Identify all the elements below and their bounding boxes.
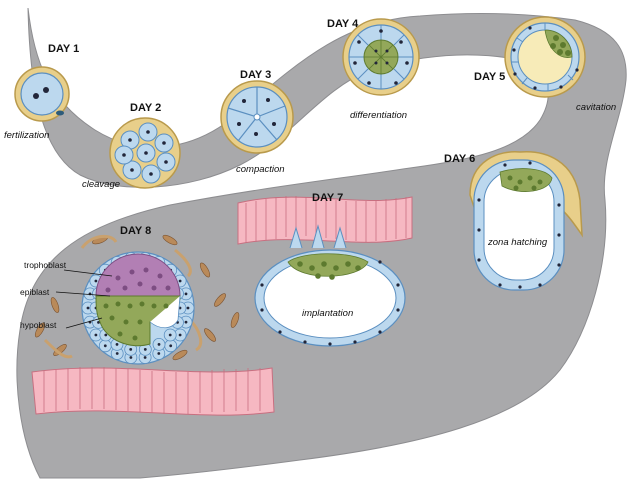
day8-stromal-cells xyxy=(34,234,240,361)
day7-implanting-blastocyst xyxy=(254,224,406,347)
day6-label: DAY 6 xyxy=(444,153,475,165)
trophoblast-nucleus xyxy=(94,279,98,283)
implantation-label: implantation xyxy=(302,308,353,319)
day8-label: DAY 8 xyxy=(120,225,151,237)
trophoblast-nucleus xyxy=(157,343,161,346)
trophoblast-nucleus xyxy=(178,333,182,337)
trophoblast-nucleus xyxy=(157,352,161,355)
trophoblast-nucleus xyxy=(86,306,90,310)
day8-embryo xyxy=(81,251,195,365)
trophoblast-nucleus xyxy=(94,333,98,337)
trophoblast-nucleus xyxy=(115,343,119,346)
trophoblast-label: trophoblast xyxy=(24,260,67,270)
day4-label: DAY 4 xyxy=(327,18,359,30)
trophoblast-nucleus xyxy=(186,306,190,310)
day4-early-blastocyst xyxy=(342,18,420,96)
differentiation-label: differentiation xyxy=(350,110,407,121)
day5-blastocyst xyxy=(504,16,586,98)
day6-hatching-blastocyst xyxy=(469,151,583,291)
trophoblast-nucleus xyxy=(97,321,100,324)
trophoblast-nucleus xyxy=(104,333,108,337)
day1-zygote xyxy=(14,66,70,122)
fertilization-label: fertilization xyxy=(4,130,49,141)
trophoblast-nucleus xyxy=(103,344,107,348)
day8-leader-lines xyxy=(55,269,113,329)
day2-cleavage-embryo xyxy=(109,117,181,189)
trophoblast-nucleus xyxy=(184,292,188,296)
day5-label: DAY 5 xyxy=(474,71,505,83)
epiblast-label: epiblast xyxy=(20,287,50,297)
day3-label: DAY 3 xyxy=(240,69,271,81)
day7-endometrium xyxy=(237,196,413,245)
zona-hatching-label: zona hatching xyxy=(487,237,548,248)
day1-label: DAY 1 xyxy=(48,43,79,55)
day2-label: DAY 2 xyxy=(130,102,161,114)
trophoblast-nucleus xyxy=(184,320,188,324)
day7-label: DAY 7 xyxy=(312,192,343,204)
day8-endometrium-bottom xyxy=(31,367,275,416)
trophoblast-nucleus xyxy=(115,352,119,355)
day3-morula xyxy=(220,80,294,154)
compaction-label: compaction xyxy=(236,164,285,175)
trophoblast-nucleus xyxy=(129,348,133,351)
trophoblast-nucleus xyxy=(129,356,133,359)
trophoblast-nucleus xyxy=(178,279,182,283)
trophoblast-nucleus xyxy=(169,344,173,348)
cavitation-label: cavitation xyxy=(576,102,616,113)
cleavage-label: cleavage xyxy=(82,179,120,190)
trophoblast-nucleus xyxy=(168,333,172,337)
hypoblast-label: hypoblast xyxy=(20,320,57,330)
trophoblast-nucleus xyxy=(143,348,147,351)
trophoblast-nucleus xyxy=(143,356,147,359)
